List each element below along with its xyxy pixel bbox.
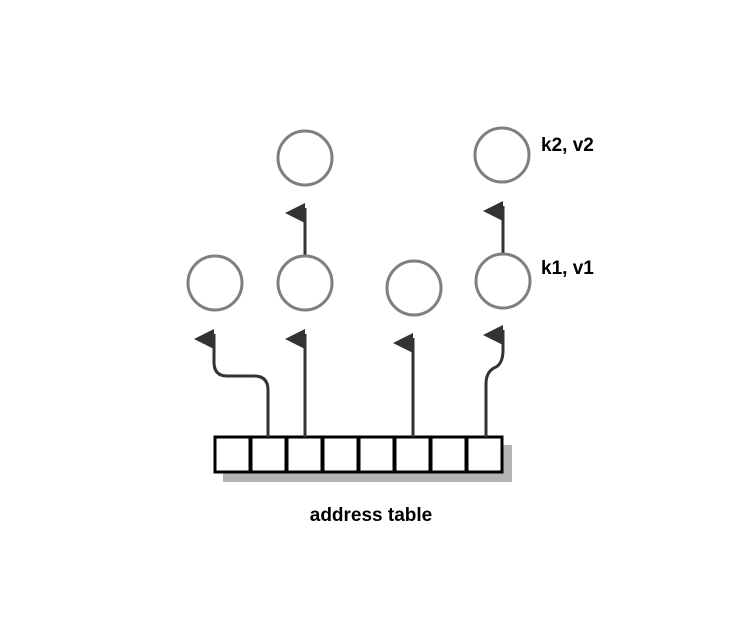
node-a bbox=[186, 254, 244, 312]
table-cell-1 bbox=[213, 435, 252, 474]
table-cell-7 bbox=[429, 435, 468, 474]
pointer-arrows bbox=[194, 201, 505, 437]
address-table bbox=[213, 435, 504, 474]
label-address-table: address table bbox=[310, 505, 433, 526]
node-d bbox=[385, 259, 443, 317]
label-k2-v2: k2, v2 bbox=[541, 135, 594, 156]
table-cell-2 bbox=[249, 435, 288, 474]
node-k2-v2 bbox=[473, 126, 531, 184]
node-b bbox=[276, 254, 334, 312]
node-c bbox=[276, 129, 334, 187]
table-cell-4 bbox=[321, 435, 360, 474]
arrow-cell2-to-node-a bbox=[194, 329, 270, 437]
table-cell-6 bbox=[393, 435, 432, 474]
table-cell-5 bbox=[357, 435, 396, 474]
arrow-cell8-to-node-k1 bbox=[483, 325, 505, 437]
nodes bbox=[186, 126, 532, 317]
table-cell-3 bbox=[285, 435, 324, 474]
node-k1-v1 bbox=[474, 252, 532, 310]
label-k1-v1: k1, v1 bbox=[541, 258, 594, 279]
table-cell-8 bbox=[465, 435, 504, 474]
